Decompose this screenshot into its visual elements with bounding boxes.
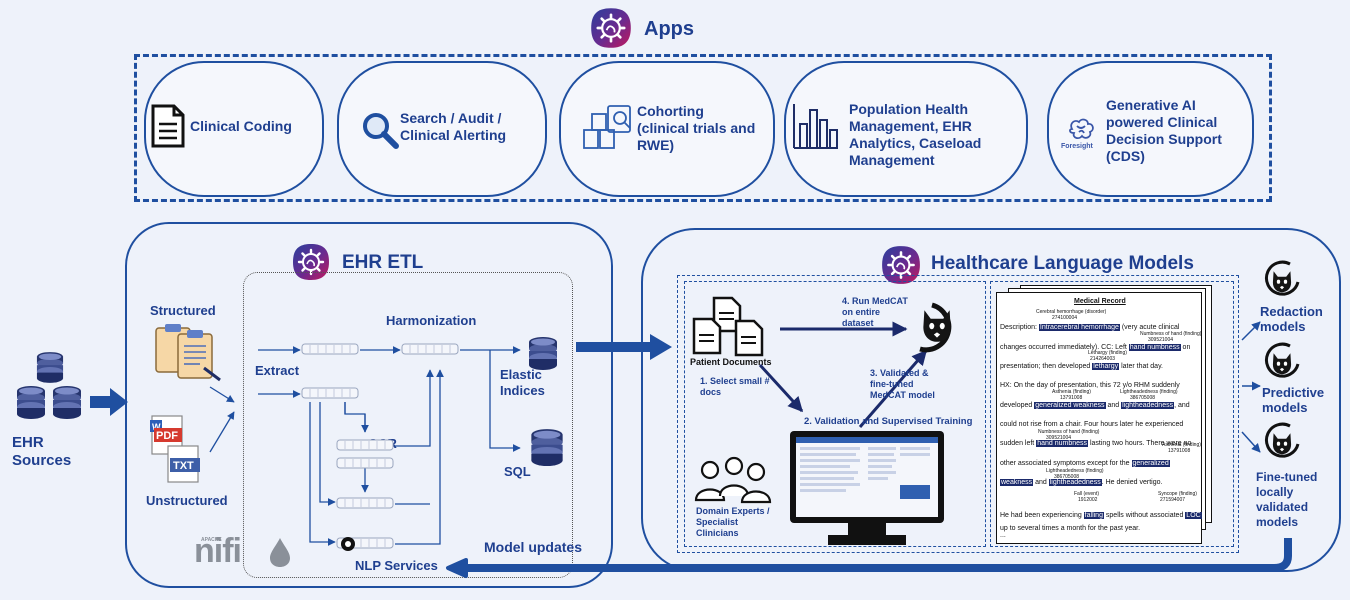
record-line: sudden left hand numbness lasting two ho… (1000, 440, 1192, 447)
app-label-search-audit: Search / Audit / Clinical Alerting (400, 110, 507, 143)
medcat-workflow-box (684, 281, 986, 547)
annotation-code: 214264003 (1090, 356, 1116, 362)
app-card-generative-ai[interactable] (1047, 61, 1254, 197)
record-title: Medical Record (1074, 298, 1126, 305)
nifi-logo-text: nifi (194, 532, 242, 570)
model-updates-label: Model updates (484, 539, 583, 555)
record-line: developed generalized weakness and light… (1000, 402, 1190, 409)
predictive-models-label: Predictive models (1262, 385, 1325, 415)
output-arrows (1241, 321, 1261, 453)
app-label-population-health: Population Health Management, EHR Analyt… (849, 101, 982, 168)
domain-experts-icon (694, 456, 772, 504)
svg-text:TXT: TXT (173, 460, 194, 472)
ehr-sources-database-icon (17, 352, 81, 419)
app-label-generative-ai: Generative AI powered Clinical Decision … (1106, 97, 1222, 164)
etl-panel (125, 222, 613, 588)
annotation-label: Asthenia (finding) (1162, 442, 1201, 448)
structured-label: Structured (150, 303, 216, 318)
nlp-services-label: NLP Services (355, 558, 438, 573)
record-line: Description: Intracerebral hemorrhage (v… (1000, 324, 1180, 331)
medcat-workflow-arrows (758, 302, 952, 428)
annotation-label: Lightheadedness (finding) (1046, 468, 1104, 474)
apps-logo (589, 6, 633, 50)
annotation-label: Lightheadedness (finding) (1120, 389, 1178, 395)
annotation-code: 274100004 (1052, 315, 1078, 321)
record-line: other associated symptoms except for the… (1000, 460, 1170, 467)
annotation-label: Fall (event) (1074, 491, 1100, 497)
clipboard-icon (155, 324, 221, 382)
annotation-code: 13791008 (1060, 395, 1083, 401)
apps-panel (134, 54, 1272, 202)
elastic-indices-label: Elastic Indices (500, 367, 545, 398)
record-line: presentation; then developed lethargy la… (1000, 363, 1163, 370)
etl-inner-box (243, 272, 573, 578)
extract-label: Extract (255, 363, 300, 378)
pdf-txt-icon: W PDF TXT (150, 415, 200, 483)
annotation-label: Numbness of hand (finding) (1038, 429, 1100, 435)
medical-record-box (990, 281, 1234, 547)
hlm-title: Healthcare Language Models (931, 253, 1194, 274)
domain-experts-label: Domain Experts / Specialist Clinicians (696, 506, 770, 538)
annotation-label: Syncope (finding) (1158, 491, 1197, 497)
step3-label: 3. Validated & fine-tuned MedCAT model (870, 368, 935, 400)
step2-label: 2. Validation and Supervised Training (804, 416, 973, 427)
record-line: could not rise from a chair. Four hours … (1000, 421, 1184, 428)
hlm-inner-box (677, 275, 1239, 553)
etl-to-hlm-arrow (576, 334, 672, 360)
app-label-cohorting: Cohorting (clinical trials and RWE) (637, 103, 756, 153)
svg-text:W: W (152, 422, 161, 432)
record-line: changes occurred immediately). CC: Left … (1000, 344, 1191, 351)
finetuned-model-icon (1264, 422, 1300, 458)
cohort-icon (583, 105, 631, 149)
annotation-monitor-icon (790, 431, 944, 545)
step4-label: 4. Run MedCAT on entire dataset (842, 296, 908, 328)
patient-documents-icon (692, 296, 764, 357)
record-line: He had been experiencing falling spells … (1000, 512, 1202, 519)
redaction-models-label: Redaction models (1260, 304, 1323, 334)
predictive-model-icon (1264, 342, 1300, 378)
magnifier-icon (363, 113, 399, 149)
annotation-label: Cerebral hemorrhage (disorder) (1036, 309, 1107, 315)
document-icon (151, 104, 185, 148)
annotation-label: Lethargy (finding) (1088, 350, 1127, 356)
annotation-code: 386705008 (1130, 395, 1156, 401)
ehr-sources-label: EHR Sources (12, 434, 72, 469)
app-card-population-health[interactable] (784, 61, 1028, 197)
annotation-code: 1912002 (1078, 497, 1098, 503)
patient-documents-label: Patient Documents (690, 357, 772, 367)
annotation-code: 13791008 (1168, 448, 1191, 454)
foresight-logo-text: Foresight (1061, 143, 1093, 150)
annotation-code: 309521004 (1046, 435, 1072, 441)
annotation-code: 309521004 (1148, 337, 1174, 343)
step1-label: 1. Select small # docs (700, 376, 770, 397)
sql-label: SQL (504, 464, 531, 479)
unstructured-label: Unstructured (146, 493, 228, 508)
redaction-model-icon (1264, 260, 1300, 296)
annotation-label: Asthenia (finding) (1052, 389, 1091, 395)
record-line: ... (1000, 532, 1006, 539)
record-line: weakness and lightheadedness. He denied … (1000, 479, 1163, 486)
app-card-cohorting[interactable] (559, 61, 775, 197)
etl-title: EHR ETL (342, 252, 424, 273)
medical-record-page (996, 292, 1202, 544)
svg-text:PDF: PDF (156, 430, 178, 442)
bar-chart-icon (793, 104, 838, 149)
hlm-panel (641, 228, 1341, 572)
annotation-code: 386705008 (1054, 474, 1080, 480)
finetuned-models-label: Fine-tuned locally validated models (1256, 470, 1318, 529)
etl-pipeline (209, 337, 563, 551)
harmonization-label: Harmonization (386, 313, 477, 328)
record-line: HX: On the day of presentation, this 72 … (1000, 382, 1180, 389)
annotation-code: 271594007 (1160, 497, 1186, 503)
apps-title: Apps (644, 18, 694, 40)
app-label-clinical-coding: Clinical Coding (190, 118, 292, 134)
nifi-small-label: APACHE (201, 537, 222, 543)
record-line: up to several times a month for the past… (1000, 525, 1141, 532)
foresight-logo-icon (1069, 118, 1094, 140)
annotation-label: Numbness of hand (finding) (1140, 331, 1202, 337)
nifi-drop-icon (270, 538, 290, 567)
ehr-to-etl-arrow (90, 388, 128, 416)
